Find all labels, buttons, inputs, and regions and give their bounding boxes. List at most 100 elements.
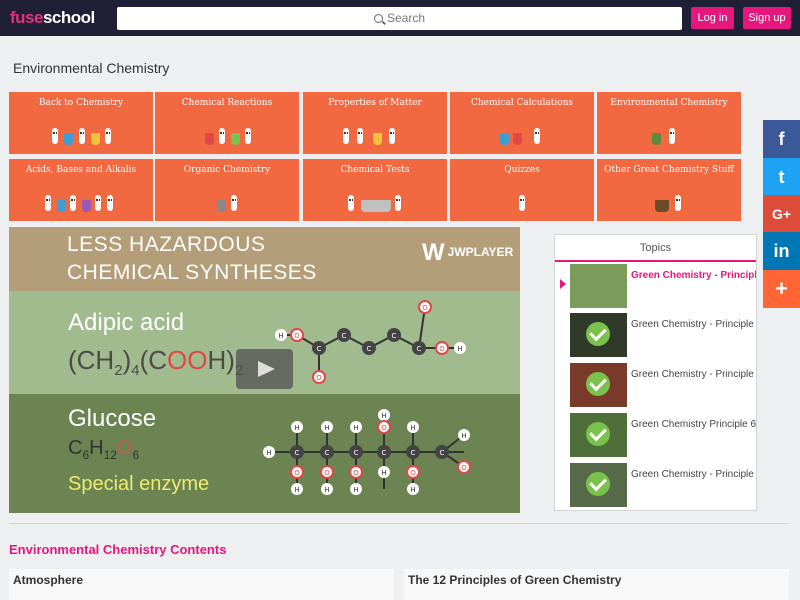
topics-panel: Topics Green Chemistry - Principle 3 Gre… [554,234,757,511]
topic-item-principle-4[interactable]: Green Chemistry - Principle 4 [555,313,756,357]
category-label: Chemical Calculations [470,98,574,108]
character-illustration [357,128,363,144]
contents-section-green-chemistry[interactable]: The 12 Principles of Green Chemistry [404,569,789,600]
svg-text:O: O [461,464,467,472]
character-illustration [675,195,681,211]
signup-button[interactable]: Sign up [743,7,791,29]
page-title: Environmental Chemistry [13,60,170,76]
video-heading-line1: LESS HAZARDOUS [67,233,266,256]
svg-text:O: O [439,345,445,353]
category-label: Back to Chemistry [38,98,124,108]
glucose-formula: C6H12O6 [68,437,140,462]
watched-check-icon [586,322,610,346]
search-placeholder: Search [386,11,426,25]
topic-title: Green Chemistry - Principle 3 [631,270,757,281]
svg-text:H: H [381,469,386,477]
category-tile-organic-chemistry[interactable]: Organic Chemistry [155,159,299,221]
svg-text:O: O [422,304,428,312]
character-illustration [519,195,525,211]
fuseschool-logo[interactable]: fuseschool [10,8,95,28]
top-navbar: fuseschool Search Log in Sign up [0,0,800,36]
character-illustration [343,128,349,144]
svg-text:H: H [353,424,358,432]
svg-text:O: O [294,332,300,340]
flask-icon [513,133,522,145]
flask-icon [57,200,66,212]
category-tile-chemical-calculations[interactable]: Chemical Calculations [450,92,594,154]
category-label: Quizzes [504,165,540,175]
search-input[interactable]: Search [117,7,682,30]
character-illustration [107,195,113,211]
category-tile-other-chemistry[interactable]: Other Great Chemistry Stuff [597,159,741,221]
plus-icon: + [775,276,788,301]
character-illustration [245,128,251,144]
svg-text:H: H [324,424,329,432]
flask-icon [373,133,382,145]
character-illustration [95,195,101,211]
treasure-chest-icon [655,200,669,212]
character-illustration [45,195,51,211]
googleplus-share-button[interactable]: G+ [763,195,800,233]
topic-item-principle-3[interactable]: Green Chemistry - Principle 3 [555,264,757,308]
topic-item-principle-7[interactable]: Green Chemistry - Principle 7 [555,463,757,507]
current-topic-marker-icon [560,279,566,289]
character-illustration [105,128,111,144]
watched-check-icon [586,422,610,446]
linkedin-share-button[interactable]: in [763,232,800,270]
jwplayer-brand: JWPLAYER [447,245,514,259]
svg-text:O: O [294,469,300,477]
character-illustration [70,195,76,211]
linkedin-icon: in [773,241,790,261]
svg-text:H: H [324,486,329,494]
search-icon [373,14,383,23]
topic-title: Green Chemistry - Principle 7 [631,469,757,480]
svg-text:H: H [381,412,386,420]
category-label: Organic Chemistry [183,165,271,175]
character-illustration [219,128,225,144]
svg-text:O: O [316,374,322,382]
category-tile-properties-of-matter[interactable]: Properties of Matter [303,92,447,154]
googleplus-icon: G+ [771,206,792,222]
category-tile-chemical-tests[interactable]: Chemical Tests [303,159,447,221]
svg-text:C: C [440,449,445,457]
category-tile-environmental-chemistry[interactable]: Environmental Chemistry [597,92,741,154]
login-button[interactable]: Log in [691,7,734,29]
glucose-label: Glucose [68,405,157,432]
flask-icon [205,133,214,145]
video-heading-line2: CHEMICAL SYNTHESES [67,261,317,284]
character-illustration [231,195,237,211]
character-illustration [669,128,675,144]
flask-icon [231,133,240,145]
svg-text:C: C [317,345,322,353]
twitter-share-button[interactable]: t [763,158,800,196]
topic-item-principle-6[interactable]: Green Chemistry Principle 6 [555,413,757,457]
topic-thumbnail [570,463,627,507]
flask-icon [64,133,73,145]
more-share-button[interactable]: + [763,270,800,308]
molecule-diagram: H O C O C C C C O O H H H C O H H C O H … [263,300,471,495]
enzyme-label: Special enzyme [68,473,210,495]
video-band-title [9,227,520,291]
logo-part-school: school [42,8,95,27]
watched-check-icon [586,472,610,496]
svg-text:C: C [295,449,300,457]
topic-title: Green Chemistry Principle 6 [631,419,757,430]
plant-pot-icon [652,133,661,145]
category-tile-acids-bases-alkalis[interactable]: Acids, Bases and Alkalis [9,159,153,221]
svg-text:C: C [342,332,347,340]
svg-text:C: C [417,345,422,353]
category-tile-chemical-reactions[interactable]: Chemical Reactions [155,92,299,154]
topic-item-principle-5[interactable]: Green Chemistry - Principle 5 [555,363,757,407]
watched-check-icon [586,372,610,396]
category-tile-quizzes[interactable]: Quizzes [450,159,594,221]
category-tile-back-to-chemistry[interactable]: Back to Chemistry [9,92,153,154]
svg-text:C: C [382,449,387,457]
svg-text:H: H [266,449,271,457]
facebook-share-button[interactable]: f [763,120,800,158]
play-button[interactable] [236,349,293,389]
test-tube-rack-icon [361,200,391,212]
contents-section-atmosphere[interactable]: Atmosphere [9,569,394,600]
topic-title: Green Chemistry - Principle 5 [631,369,757,380]
